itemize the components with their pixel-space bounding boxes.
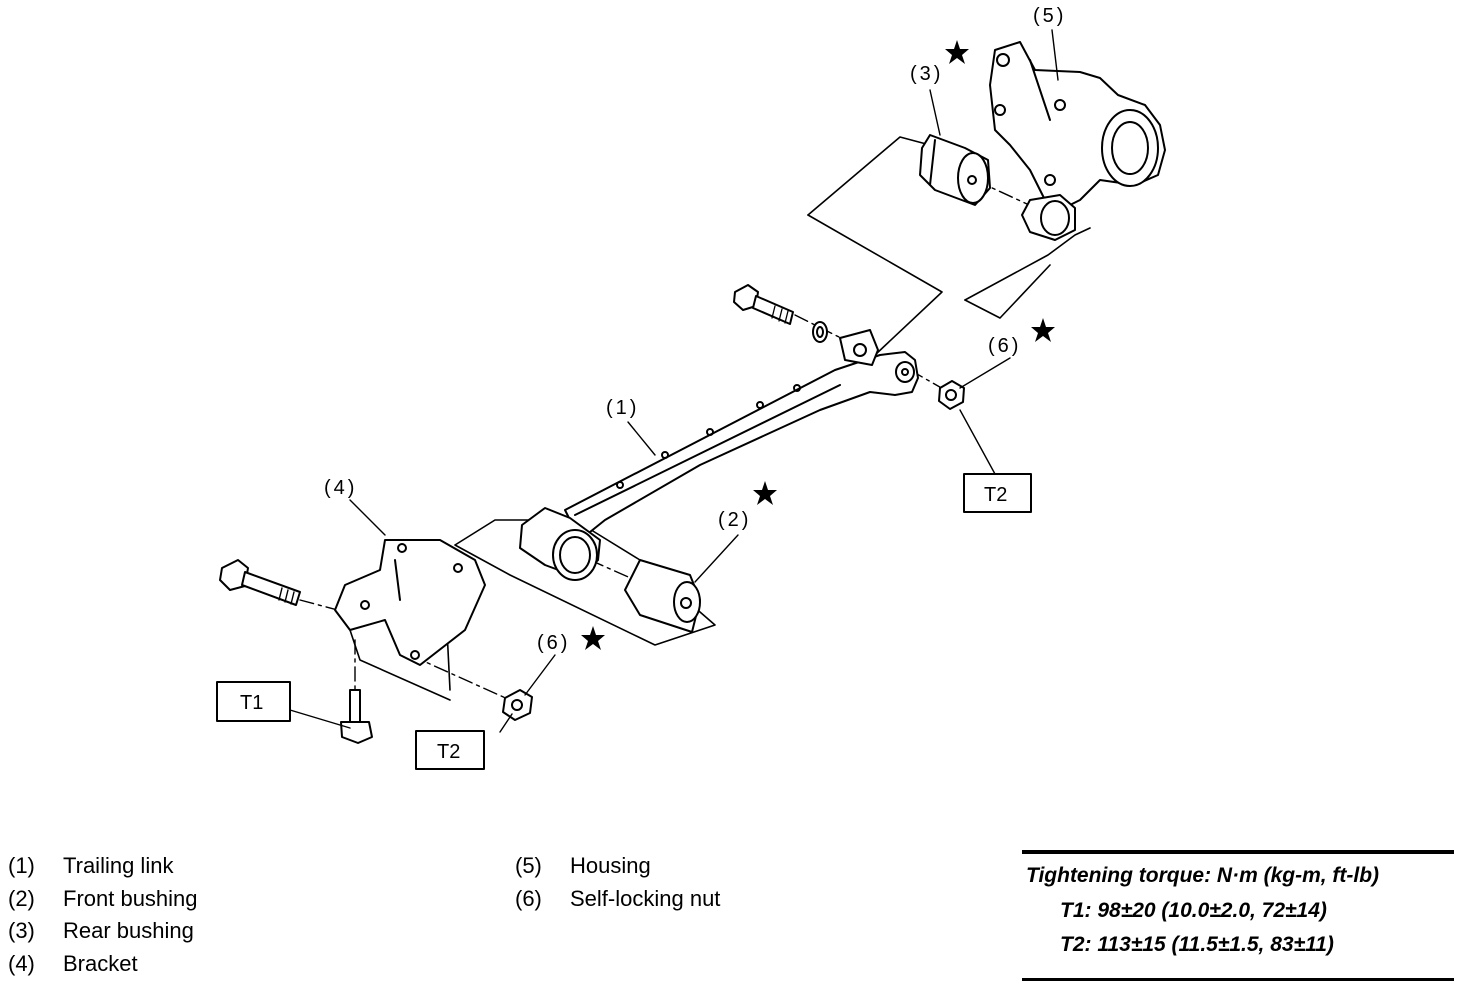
legend-num: (6) (515, 885, 542, 911)
star-icon (753, 481, 777, 505)
legend-item: (6) Self-locking nut (515, 883, 720, 916)
legend-num: (4) (8, 950, 35, 976)
legend-item: (5) Housing (515, 850, 720, 883)
legend-label: Rear bushing (63, 918, 194, 943)
housing-lower-bushing (1021, 194, 1076, 241)
legend-label: Bracket (63, 950, 138, 976)
t2-left-box (415, 730, 485, 770)
star-icon (945, 40, 969, 64)
t2-right-label: T2 (984, 484, 1007, 506)
star-markers (581, 40, 1055, 650)
legend-label: Trailing link (63, 853, 174, 878)
t1-label: T1 (240, 692, 263, 714)
legend-item: (4) Bracket (8, 948, 198, 981)
t2-left-label: T2 (437, 741, 460, 763)
callout-6-lower: (6) (537, 632, 570, 654)
washer (812, 321, 828, 343)
link-front-bushing-socket (519, 507, 601, 581)
legend-num: (1) (8, 853, 35, 878)
legend-item: (1) Trailing link (8, 850, 198, 883)
legend-num: (2) (8, 885, 35, 911)
legend-label: Front bushing (63, 885, 198, 911)
legend-item: (3) Rear bushing (8, 915, 198, 948)
legend-left: (1) Trailing link (2) Front bushing (3) Rea… (8, 850, 198, 980)
torque-spec-panel: Tightening torque: N·m (kg-m, ft-lb) T1:… (1022, 850, 1454, 981)
link-rear-mount (839, 329, 879, 366)
legend-item: (2) Front bushing (8, 883, 198, 916)
callout-4: (4) (324, 477, 357, 499)
legend-right: (5) Housing (6) Self-locking nut (515, 850, 720, 915)
callout-5: (5) (1033, 5, 1066, 27)
torque-t2: T2: 113±15 (11.5±1.5, 83±11) (1060, 933, 1334, 956)
callout-6-right: (6) (988, 335, 1021, 357)
callout-3: (3) (910, 63, 943, 85)
legend-num: (5) (515, 853, 542, 878)
front-bushing (624, 559, 701, 633)
vertical-bolt (340, 689, 373, 744)
rear-bushing (919, 134, 991, 206)
callout-1: (1) (606, 397, 639, 419)
rear-bolt (733, 284, 794, 325)
legend-label: Housing (570, 853, 651, 878)
legend-label: Self-locking nut (570, 885, 721, 911)
star-icon (581, 626, 605, 650)
torque-t1: T1: 98±20 (10.0±2.0, 72±14) (1060, 899, 1327, 922)
long-bolt-left (219, 559, 301, 606)
self-locking-nut-lower (502, 689, 533, 721)
bracket (334, 539, 486, 666)
star-icon (1031, 318, 1055, 342)
torque-title: Tightening torque: N·m (kg-m, ft-lb) (1026, 864, 1380, 887)
legend-num: (3) (8, 918, 35, 943)
trailing-link (564, 351, 919, 541)
housing (989, 41, 1166, 211)
callout-2: (2) (718, 509, 751, 531)
callout-leaders (289, 29, 1059, 733)
self-locking-nut-right (938, 380, 965, 410)
t2-right-box (963, 473, 1032, 513)
t1-box (216, 681, 291, 722)
